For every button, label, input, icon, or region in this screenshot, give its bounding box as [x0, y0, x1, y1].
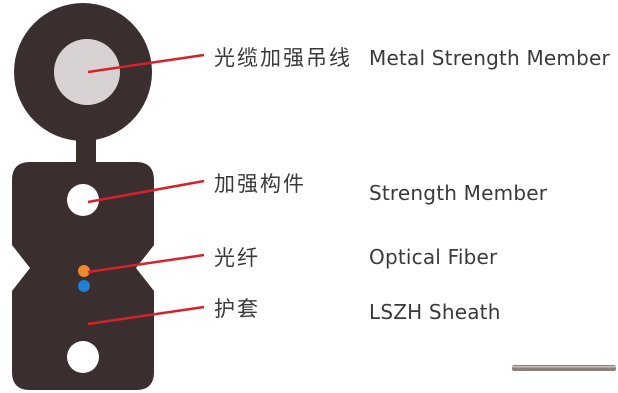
label-en-sheath: LSZH Sheath	[369, 300, 501, 324]
cable-sample-bar	[512, 365, 616, 371]
neck-web	[76, 128, 96, 170]
label-en-strength-member: Strength Member	[369, 181, 548, 205]
strength-member-top	[67, 184, 99, 216]
optical-fiber-blue	[78, 280, 90, 292]
label-cn-sheath: 护套	[214, 297, 260, 321]
label-cn-optical-fiber: 光纤	[214, 246, 260, 270]
label-en-metal-strength-member: Metal Strength Member	[369, 46, 610, 70]
messenger-steel-core	[54, 39, 120, 105]
label-cn-strength-member: 加强构件	[214, 172, 306, 196]
strength-member-bottom	[67, 341, 99, 373]
optical-fiber-orange	[78, 265, 90, 277]
leader-line-metal-strength-member	[87, 53, 205, 74]
leader-line-strength-member	[87, 179, 205, 204]
leader-line-optical-fiber	[87, 253, 205, 274]
label-en-optical-fiber: Optical Fiber	[369, 245, 498, 269]
cable-sample-highlight	[512, 366, 616, 368]
leader-line-sheath	[87, 305, 205, 326]
label-cn-metal-strength-member: 光缆加强吊线	[214, 46, 352, 70]
